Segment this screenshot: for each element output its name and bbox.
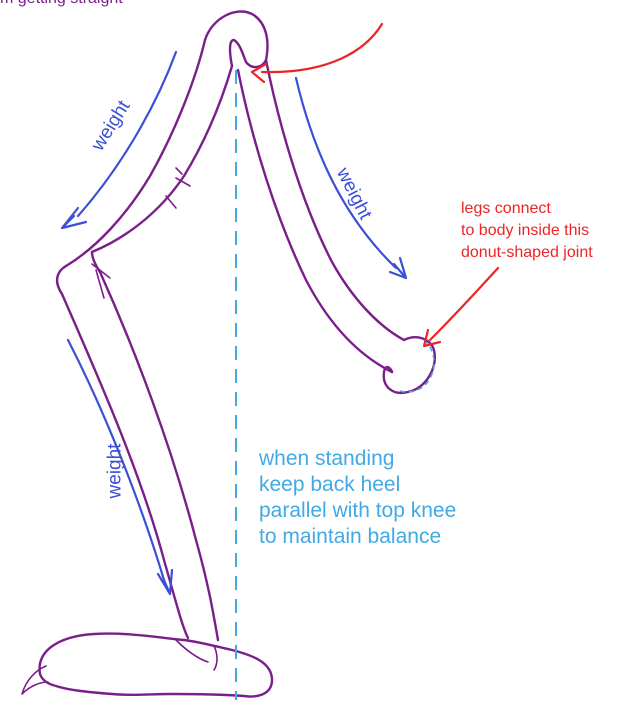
balance-note-line-1: when standing — [259, 446, 456, 472]
balance-note-line-2: keep back heel — [259, 472, 456, 498]
donut-joint-guide — [398, 340, 434, 392]
rear-leg-inner-edge — [238, 70, 392, 372]
donut-arrow-line — [430, 268, 498, 340]
weight-arrow-shin-head — [158, 570, 172, 594]
joint-note-line-2: to body inside this — [461, 220, 593, 242]
thigh-inner-edge — [92, 66, 232, 252]
foot — [40, 634, 272, 697]
joint-arrows — [252, 24, 498, 346]
rear-leg-outer-edge — [266, 60, 404, 340]
balance-note: when standing keep back heel parallel wi… — [259, 446, 456, 550]
top-knee-arrow-line — [262, 24, 382, 72]
balance-note-line-4: to maintain balance — [259, 524, 456, 550]
joint-note-line-1: legs connect — [461, 198, 593, 220]
joint-note: legs connect to body inside this donut-s… — [461, 198, 593, 264]
top-note: m getting straight — [0, 0, 123, 8]
weight-label-shin: weight — [104, 444, 126, 499]
top-knee — [205, 12, 267, 68]
balance-note-line-3: parallel with top knee — [259, 498, 456, 524]
weight-arrow-rear-head — [390, 258, 406, 278]
front-knee — [57, 266, 66, 294]
leg-outline — [22, 12, 435, 697]
thigh-outer-edge — [66, 40, 205, 266]
heel-crease — [214, 646, 217, 670]
joint-note-line-3: donut-shaped joint — [461, 242, 593, 264]
knee-hatching — [92, 264, 110, 298]
